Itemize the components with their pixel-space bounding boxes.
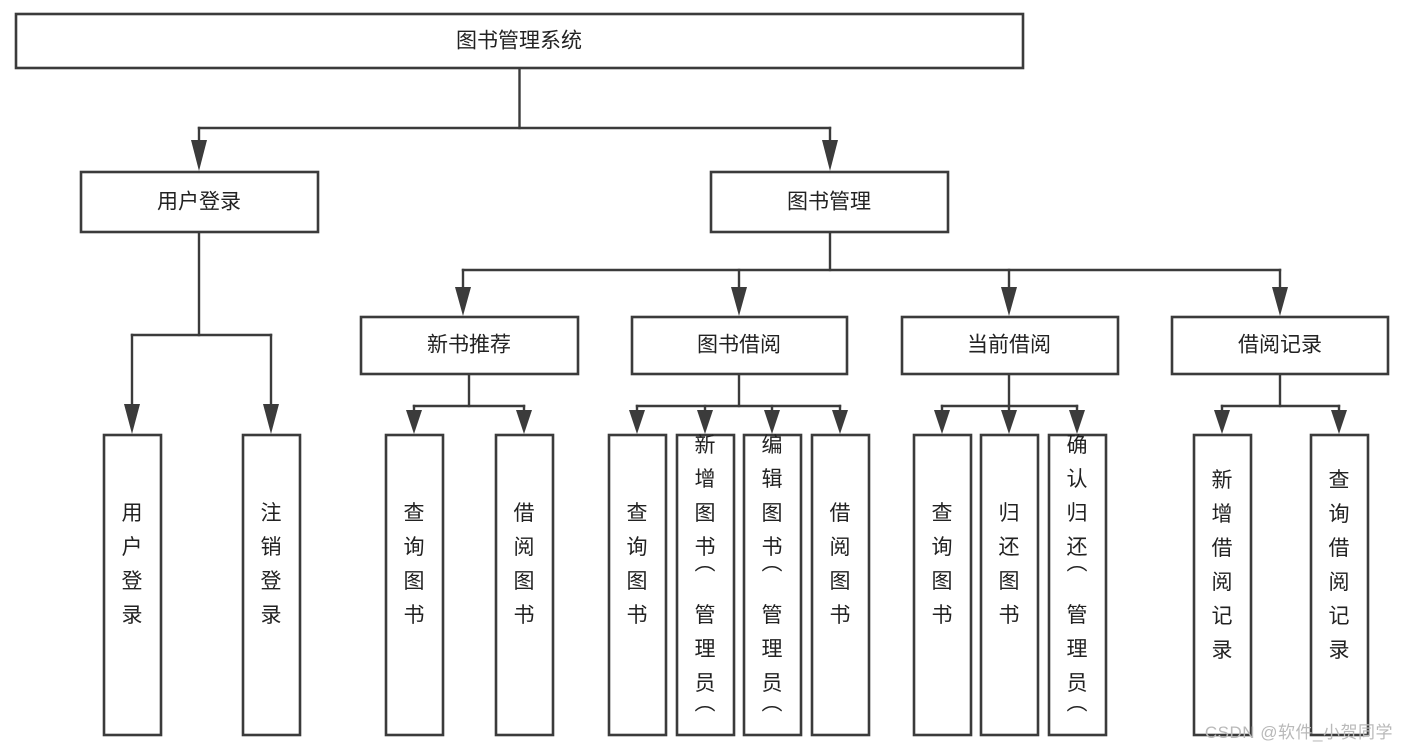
node-borrow-record[interactable]: 借阅记录 [1170,315,1390,376]
node-leaf-edit-book-box[interactable] [742,433,803,737]
node-new-book-rec[interactable]: 新书推荐 [359,315,580,376]
node-user-login-label: 用户登录 [157,191,241,214]
node-borrow-record-label: 借阅记录 [1238,334,1322,357]
node-book-manage-label: 图书管理 [787,191,871,214]
node-leaf-query-book-a[interactable]: 查询图书 [384,433,445,737]
arrow-head-leaf-add-book [697,410,713,434]
arrow-head-leaf-user-login [124,404,140,434]
node-root-label: 图书管理系统 [456,30,582,53]
node-leaf-confirm-return-label: 确认归还⌒管理员⌒ [1067,434,1088,729]
arrow-head-new-book-rec [455,287,471,316]
node-leaf-user-login-box[interactable] [102,433,163,737]
node-leaf-query-book-b-label: 查询图书 [627,502,648,627]
node-book-manage[interactable]: 图书管理 [709,170,950,234]
node-leaf-user-login[interactable]: 用户登录 [102,433,163,737]
arrow-head-leaf-query-record [1331,410,1347,434]
node-leaf-add-book-box[interactable] [675,433,736,737]
arrow-head-leaf-query-book-a [406,410,422,434]
node-leaf-query-book-c[interactable]: 查询图书 [912,433,973,737]
node-leaf-return-book-label: 归还图书 [999,502,1020,627]
arrow-head-leaf-borrow-book-b [832,410,848,434]
node-leaf-query-book-c-box[interactable] [912,433,973,737]
node-leaf-query-record[interactable]: 查询借阅记录 [1309,433,1370,737]
node-borrow-record-box[interactable] [1170,315,1390,376]
arrow-head-book-manage [822,140,838,171]
node-leaf-borrow-book-b[interactable]: 借阅图书 [810,433,871,737]
node-leaf-borrow-book-a[interactable]: 借阅图书 [494,433,555,737]
node-leaf-query-book-c-label: 查询图书 [932,502,953,627]
node-leaf-edit-book[interactable]: 编辑图书⌒管理员⌒ [742,433,803,737]
node-leaf-confirm-return-box[interactable] [1047,433,1108,737]
node-user-login-box[interactable] [79,170,320,234]
node-leaf-return-book[interactable]: 归还图书 [979,433,1040,737]
connector-layer [124,66,1347,434]
arrow-head-leaf-edit-book [764,410,780,434]
node-book-manage-box[interactable] [709,170,950,234]
node-leaf-borrow-book-b-box[interactable] [810,433,871,737]
node-leaf-query-book-b-box[interactable] [607,433,668,737]
node-root-box[interactable] [14,12,1025,70]
arrow-head-leaf-return-book [1001,410,1017,434]
node-leaf-confirm-return[interactable]: 确认归还⌒管理员⌒ [1047,433,1108,737]
node-leaf-logout-box[interactable] [241,433,302,737]
node-user-login[interactable]: 用户登录 [79,170,320,234]
node-leaf-logout-label: 注销登录 [261,502,282,627]
node-leaf-query-record-label: 查询借阅记录 [1329,469,1350,662]
node-book-borrow-label: 图书借阅 [697,334,781,357]
arrow-head-leaf-logout [263,404,279,434]
node-leaf-borrow-book-a-label: 借阅图书 [514,502,535,627]
arrow-head-leaf-query-book-c [934,410,950,434]
node-leaf-borrow-book-b-label: 借阅图书 [830,502,851,627]
node-leaf-add-record[interactable]: 新增借阅记录 [1192,433,1253,737]
node-leaf-query-book-b[interactable]: 查询图书 [607,433,668,737]
arrow-head-current-borrow [1001,287,1017,316]
node-leaf-query-book-a-label: 查询图书 [404,502,425,627]
arrow-head-book-borrow [731,287,747,316]
node-leaf-add-book-label: 新增图书⌒管理员⌒ [695,434,716,729]
node-leaf-user-login-label: 用户登录 [122,502,143,627]
arrow-head-leaf-add-record [1214,410,1230,434]
node-current-borrow-box[interactable] [900,315,1120,376]
node-current-borrow[interactable]: 当前借阅 [900,315,1120,376]
node-leaf-query-record-box[interactable] [1309,433,1370,737]
arrow-head-leaf-query-book-b [629,410,645,434]
node-leaf-query-book-a-box[interactable] [384,433,445,737]
node-leaf-borrow-book-a-box[interactable] [494,433,555,737]
arrow-head-leaf-borrow-book-a [516,410,532,434]
arrow-head-leaf-confirm-return [1069,410,1085,434]
node-leaf-return-book-box[interactable] [979,433,1040,737]
node-book-borrow[interactable]: 图书借阅 [630,315,849,376]
node-leaf-add-book[interactable]: 新增图书⌒管理员⌒ [675,433,736,737]
node-new-book-rec-label: 新书推荐 [427,334,511,357]
arrow-head-user-login [191,140,207,171]
node-leaf-logout[interactable]: 注销登录 [241,433,302,737]
node-book-borrow-box[interactable] [630,315,849,376]
node-root[interactable]: 图书管理系统 [14,12,1025,70]
arrow-head-borrow-record [1272,287,1288,316]
node-new-book-rec-box[interactable] [359,315,580,376]
node-leaf-add-record-box[interactable] [1192,433,1253,737]
node-leaf-edit-book-label: 编辑图书⌒管理员⌒ [762,434,783,729]
node-leaf-add-record-label: 新增借阅记录 [1212,469,1233,662]
node-current-borrow-label: 当前借阅 [967,334,1051,357]
